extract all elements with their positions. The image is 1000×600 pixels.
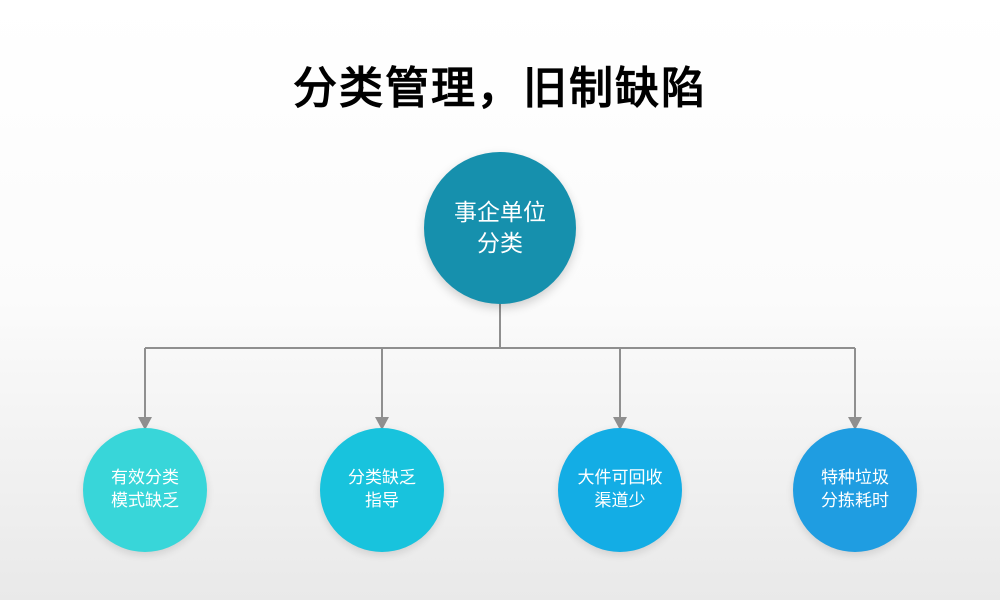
- child-node-recycle-channel-few: 大件可回收 渠道少: [558, 428, 682, 552]
- root-node-label-line1: 事企单位: [454, 198, 546, 225]
- child-node-label-line2: 渠道少: [594, 491, 646, 510]
- page-title: 分类管理，旧制缺陷: [293, 64, 707, 113]
- child-node-label-line2: 分拣耗时: [821, 491, 889, 510]
- child-node-label-line2: 指导: [365, 491, 399, 510]
- child-node-label-line2: 模式缺乏: [111, 491, 179, 510]
- connector-strokes: [144, 304, 856, 419]
- child-node-label-line1: 特种垃圾: [821, 468, 889, 488]
- root-node-label-line2: 分类: [477, 230, 523, 256]
- child-node-effective-model-lack: 有效分类 模式缺乏: [83, 428, 207, 552]
- child-node-label-line1: 分类缺乏: [348, 468, 416, 488]
- child-node-special-waste-sorting: 特种垃圾 分拣耗时: [793, 428, 917, 552]
- root-node: 事企单位 分类: [424, 152, 576, 304]
- child-node-guidance-lack: 分类缺乏 指导: [320, 428, 444, 552]
- arrowhead-icons: [138, 417, 862, 430]
- child-node-label-line1: 有效分类: [111, 468, 179, 488]
- child-node-label-line1: 大件可回收: [577, 468, 663, 488]
